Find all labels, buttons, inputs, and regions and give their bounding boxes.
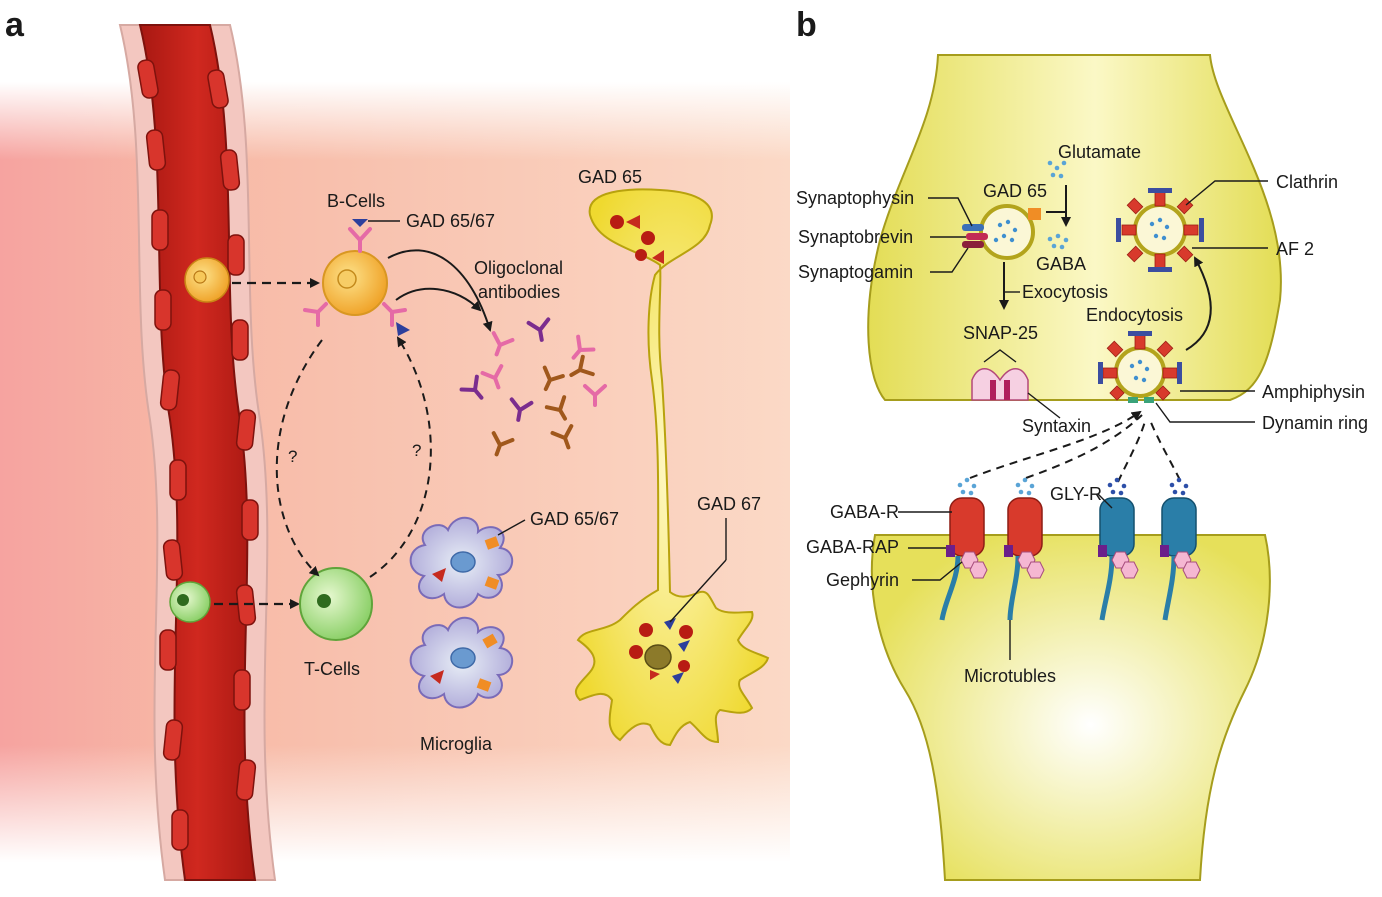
- oligoclonal-antibodies: [459, 317, 607, 457]
- label-t-cells: T-Cells: [304, 659, 360, 679]
- microglia-cell-2: [409, 616, 514, 709]
- gephyrin-leader: [912, 561, 963, 581]
- label-amphiphysin: Amphiphysin: [1262, 382, 1365, 402]
- label-gaba-rap: GABA-RAP: [806, 537, 899, 557]
- label-oligoclonal-1: Oligoclonal: [474, 258, 563, 278]
- label-question-left: ?: [288, 447, 297, 466]
- label-gephyrin: Gephyrin: [826, 570, 899, 590]
- gly-receptor-2: [1160, 477, 1201, 621]
- gaba-receptor-2: [1004, 477, 1045, 621]
- dynamin-leader: [1155, 402, 1255, 423]
- label-exocytosis: Exocytosis: [1022, 282, 1108, 302]
- synaptic-vesicle: [962, 204, 1041, 260]
- t-to-b-interaction-arrow: [369, 336, 432, 578]
- label-gaba-r: GABA-R: [830, 502, 899, 522]
- label-synaptogamin: Synaptogamin: [798, 262, 913, 282]
- gaba-receptor-1: [939, 477, 988, 621]
- panel-a: B-Cells GAD 65/67 Oligoclonal antibodies: [0, 6, 790, 881]
- gaba-molecules: [1047, 233, 1069, 250]
- gly-r-leader: [1097, 493, 1113, 509]
- syntaxin-leader: [1027, 392, 1061, 419]
- label-syntaxin: Syntaxin: [1022, 416, 1091, 436]
- endocytosis-arrow: [1185, 256, 1212, 351]
- blood-vessel: [118, 24, 277, 881]
- label-microtubles: Microtubles: [964, 666, 1056, 686]
- label-glutamate: Glutamate: [1058, 142, 1141, 162]
- neuron: [574, 188, 770, 747]
- antibody-secretion-arrow-1: [387, 249, 493, 332]
- b-to-t-interaction-arrow: [275, 339, 323, 577]
- label-gad-6567-microglia: GAD 65/67: [530, 509, 619, 529]
- label-synaptobrevin: Synaptobrevin: [798, 227, 913, 247]
- label-oligoclonal-2: antibodies: [478, 282, 560, 302]
- label-dynamin-ring: Dynamin ring: [1262, 413, 1368, 433]
- clathrin-leader: [1185, 180, 1268, 206]
- label-gad-6567-bcell: GAD 65/67: [406, 211, 495, 231]
- label-gad-67-neuron: GAD 67: [697, 494, 761, 514]
- label-clathrin: Clathrin: [1276, 172, 1338, 192]
- panel-letter-b: b: [796, 6, 817, 44]
- panel-b: Glutamate GAD 65 GABA Synaptophysin Syna…: [796, 6, 1368, 881]
- label-snap25: SNAP-25: [963, 323, 1038, 343]
- circulating-t-cell: [169, 581, 211, 623]
- gly-receptor-1: [1098, 477, 1139, 621]
- gad-antigen-marker-right: [396, 322, 410, 336]
- circulating-b-cell: [184, 257, 230, 303]
- label-af2: AF 2: [1276, 239, 1314, 259]
- postsynaptic-terminal: [870, 534, 1271, 881]
- synaptogamin-leader: [930, 247, 969, 273]
- glutamate-molecules: [1047, 160, 1067, 179]
- clathrin-vesicle-budding: [1098, 331, 1182, 403]
- b-cell: [303, 219, 410, 336]
- clathrin-vesicle-top: [1116, 188, 1204, 272]
- label-gad-65-neuron: GAD 65: [578, 167, 642, 187]
- b-cell-receptor-top: [348, 227, 372, 253]
- label-gad-65-synapse: GAD 65: [983, 181, 1047, 201]
- neuron-vesicles: [610, 215, 693, 684]
- gad-67-leader-2: [669, 559, 727, 623]
- microglia-cell-1: [409, 516, 514, 609]
- antibody-secretion-arrow-2: [395, 287, 482, 312]
- reuptake-arrows: [969, 410, 1181, 483]
- t-cell: [299, 567, 373, 641]
- b-cell-receptor-right: [382, 302, 407, 327]
- presynaptic-terminal: [867, 54, 1282, 401]
- label-b-cells: B-Cells: [327, 191, 385, 211]
- gad-antigen-marker: [352, 219, 368, 227]
- label-gly-r: GLY-R: [1050, 484, 1102, 504]
- endothelial-cells: [137, 59, 259, 851]
- label-gaba: GABA: [1036, 254, 1086, 274]
- label-endocytosis: Endocytosis: [1086, 305, 1183, 325]
- synaptophysin-leader: [928, 197, 973, 227]
- panel-letter-a: a: [5, 6, 25, 44]
- b-cell-receptor-left: [303, 302, 328, 327]
- snare-complex: [971, 349, 1029, 401]
- label-question-right: ?: [412, 441, 421, 460]
- label-microglia: Microglia: [420, 734, 493, 754]
- gad-6567-microglia-leader: [497, 519, 526, 536]
- label-synaptophysin: Synaptophysin: [796, 188, 914, 208]
